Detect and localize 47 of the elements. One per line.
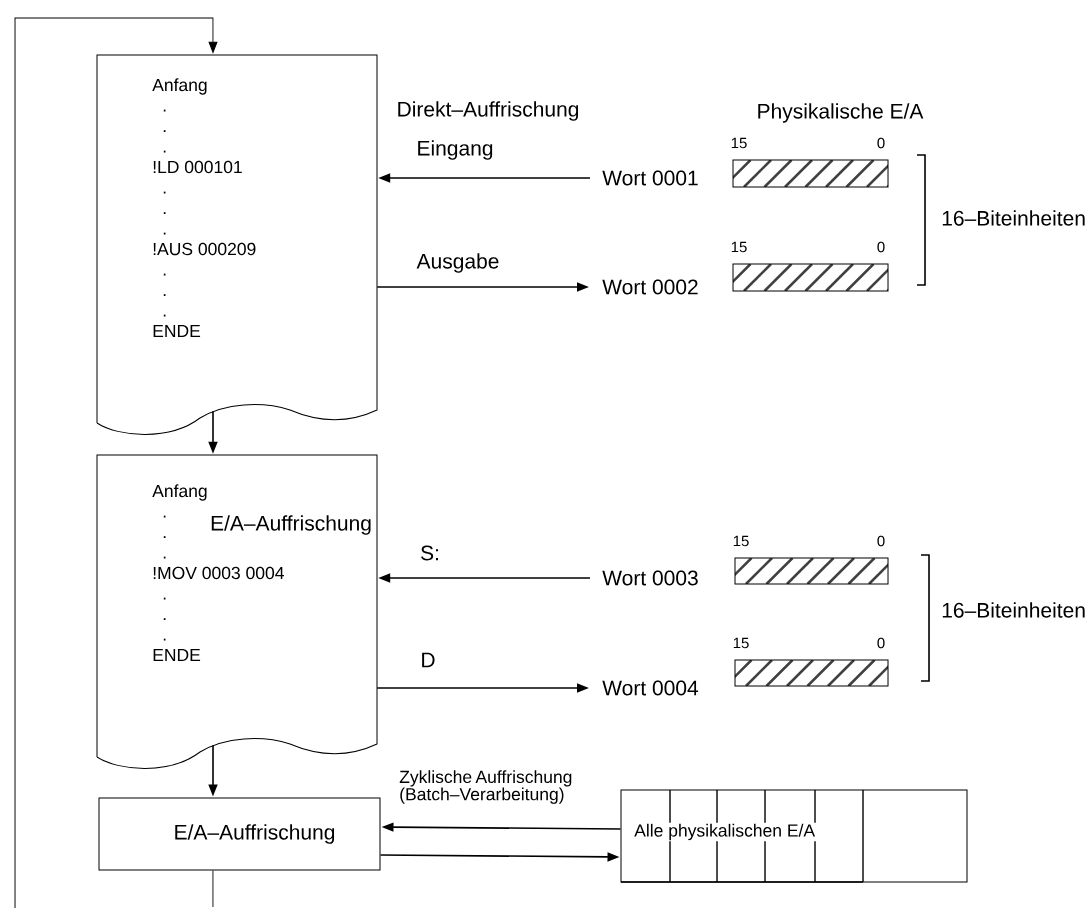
word-label: Wort 0001 [602,170,698,186]
word-label: Wort 0003 [602,570,698,586]
code-line: . [163,212,166,214]
caption-text: 16–Biteinheiten [942,210,1085,226]
code-line: Anfang [152,78,207,95]
code-line: !LD 000101 [153,160,242,174]
code-line: . [163,638,166,641]
code-line: . [163,232,166,235]
code-line: ENDE [153,648,201,661]
code-line: Anfang [152,484,207,501]
code-line: ENDE [153,324,201,337]
word-label: Wort 0004 [602,680,699,696]
bit-number: 0 [877,637,885,649]
bit-number: 0 [877,137,885,149]
edge-label: Zyklische Auffrischung (Batch–Verarbeitung) [399,770,572,804]
caption-text: 16–Biteinheiten [942,602,1085,618]
code-line: . [163,314,166,317]
word-label: Wort 0002 [602,279,698,295]
edge-label: D [422,652,435,668]
caption-text: Direkt–Auffrischung [398,101,579,121]
bit-number: 15 [731,137,747,149]
arrow [14,17,218,908]
process-box: E/A–Auffrischung [98,797,381,871]
code-line: . [163,618,166,620]
caption-text: E/A–Auffrischung [211,515,371,535]
code-line: . [163,597,166,600]
code-line: !AUS 000209 [153,242,256,256]
code-line: . [163,294,166,296]
code-line: . [163,109,166,112]
bit-number: 15 [733,535,749,547]
code-line: . [163,273,166,276]
code-line: . [163,515,166,518]
code-line: . [163,191,166,194]
code-line: . [163,536,166,538]
bit-number: 0 [877,535,885,547]
caption-text: Physikalische E/A [758,103,924,123]
edge-label: Ausgabe [416,253,499,273]
bit-number: 15 [731,241,747,253]
code-line: . [163,150,166,153]
edge-label: Eingang [418,140,493,160]
code-line: . [163,556,166,559]
edge-label: S: [421,545,438,561]
code-line: !MOV 0003 0004 [153,566,284,580]
bit-number: 0 [877,241,885,253]
code-line: . [163,130,166,132]
io-module-row: Alle physikalischen E/A [620,789,968,883]
bit-number: 15 [733,637,749,649]
